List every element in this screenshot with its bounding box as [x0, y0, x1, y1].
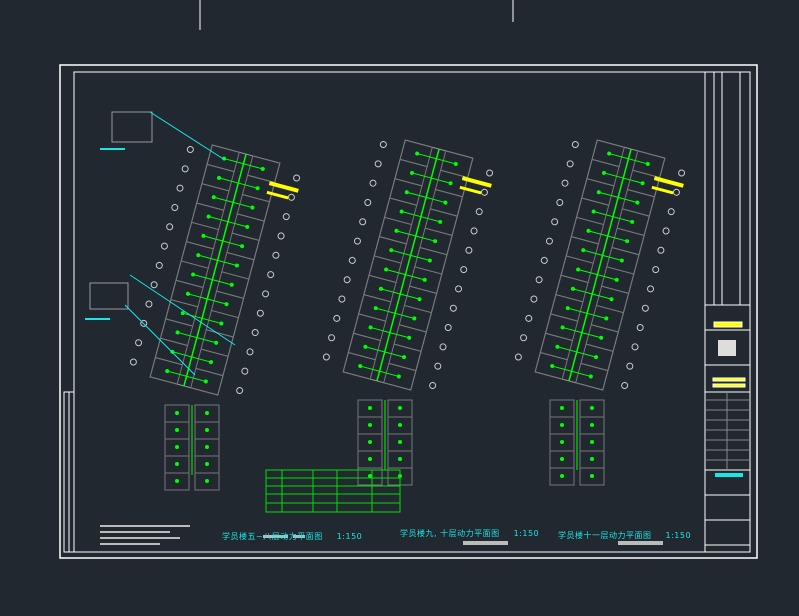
floor-plan-wing-2 [357, 399, 413, 486]
floor-plan-2 [322, 139, 494, 391]
legend-table [265, 469, 401, 513]
notes [100, 525, 663, 545]
detail-callouts [85, 111, 236, 376]
floor-plan-wing-3 [549, 399, 605, 486]
floor-plan-wing-1 [164, 404, 220, 491]
title-block [704, 72, 750, 552]
revision-block [63, 391, 75, 553]
floor-plan-1 [129, 144, 301, 396]
drawing-frame [73, 71, 751, 553]
sheet-border [59, 64, 758, 559]
floor-plan-3 [514, 139, 686, 391]
